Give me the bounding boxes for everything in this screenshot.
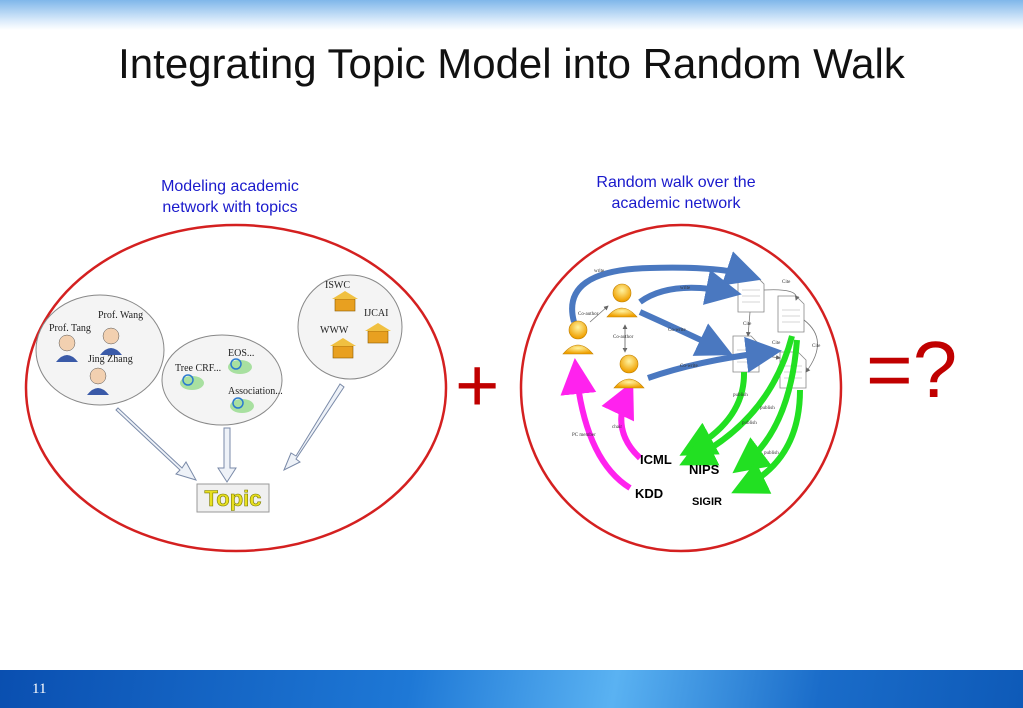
right-caption: Random walk over the academic network [566,172,786,214]
publish-edge [732,339,800,474]
person-label-zhang: Jing Zhang [88,354,133,365]
document-icon [777,295,805,333]
chair-edge [601,381,643,461]
papers-to-topic-arrow [217,427,237,483]
author-icon [613,354,645,389]
slide-title: Integrating Topic Model into Random Walk [118,40,905,87]
venues-circle [297,274,403,380]
right-caption-line2: academic network [611,195,741,212]
people-circle [35,294,165,406]
paper-label-treecrf: Tree CRF... [175,363,221,374]
edge-label-write: write [680,286,691,291]
venue-building-icon [332,291,358,312]
edge-label-cowrite: Co-write [680,364,699,369]
right-ellipse [519,223,843,553]
person-icon [56,334,78,362]
people-to-topic-arrow [115,407,198,481]
paper-search-icon [180,374,204,390]
edge-label-publish: publish [742,421,757,426]
plus-operator: + [455,343,500,428]
paper-search-icon [230,397,254,413]
person-icon [100,327,122,355]
edge-label-coauthor: Co-author [613,335,634,340]
bottom-gradient-bar [0,670,1023,708]
author-icon [562,320,594,355]
edge-label-cowrite: Co-write [668,328,687,333]
edge-label-cite: Cite [743,322,752,327]
edge-label-cite: Cite [812,344,821,349]
papers-circle [161,334,283,426]
coauthor-edge [589,305,609,323]
topic-label: Topic [204,486,261,511]
publish-edge [679,335,795,466]
edge-label-cite: Cite [782,280,791,285]
write-edge [647,336,782,381]
author-icon [606,283,638,318]
right-caption-line1: Random walk over the [596,174,756,191]
document-icon [737,275,765,313]
page-number: 11 [32,681,47,697]
edge-label-publish: publish [733,393,748,398]
chair-edge [560,358,632,491]
paper-label-association: Association... [228,386,283,397]
edge-label-pc-member: PC member [572,433,596,438]
write-edge [638,269,742,305]
venue-label-sigir: SIGIR [692,496,722,508]
topic-box [196,483,270,513]
venue-label-nips: NIPS [689,462,720,477]
publish-edge [731,389,803,494]
venues-to-topic-arrow [283,383,345,472]
venue-building-icon [365,323,391,344]
left-ellipse [24,223,448,553]
venue-label-iswc: ISWC [325,280,350,291]
cite-edge [763,289,800,301]
person-label-wang: Prof. Wang [98,310,143,321]
cite-edge [745,311,751,337]
edge-label-cite: Cite [772,341,781,346]
publish-edge [679,371,748,456]
venue-label-kdd: KDD [635,486,663,501]
venue-label-icml: ICML [640,452,672,467]
edge-label-chair: chair [612,425,622,430]
edge-label-publish: publish [760,406,775,411]
venue-building-icon [330,338,356,359]
left-caption-line1: Modeling academic [161,178,299,195]
cite-edge [803,319,818,373]
left-caption-line2: network with topics [162,199,298,216]
edge-label-write: write [594,269,605,274]
left-caption: Modeling academic network with topics [130,176,330,218]
equals-question-operator: =? [866,325,958,414]
paper-search-icon [228,358,252,374]
paper-label-eos: EOS... [228,348,254,359]
write-edge [638,309,733,356]
edge-label-publish: publish [764,451,779,456]
person-label-tang: Prof. Tang [49,323,91,334]
top-gradient-bar [0,0,1023,30]
venue-label-www: WWW [320,325,349,336]
person-icon [87,367,109,395]
venue-label-ijcai: IJCAI [364,308,388,319]
edge-label-coauthor: Co-author [578,312,599,317]
